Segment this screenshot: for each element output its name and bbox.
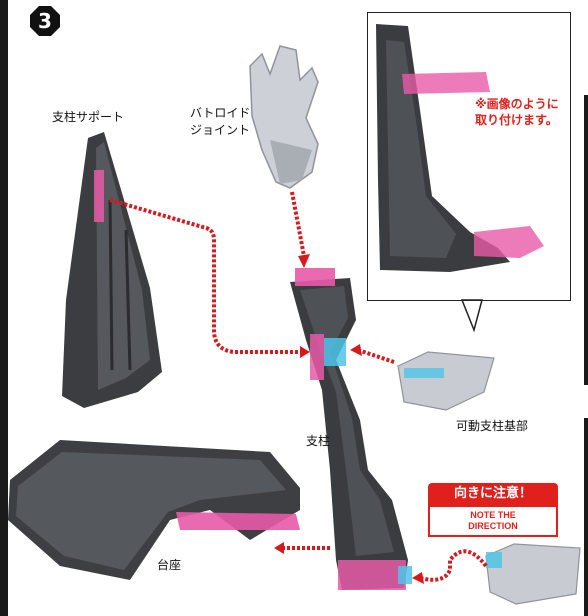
warning-subtitle-line-1: NOTE THE [470, 510, 516, 520]
arrow-base-to-pillar [357, 348, 395, 364]
movable-pillar-base-part [397, 351, 495, 411]
step-number-badge: 3 [30, 6, 60, 36]
support-strut-part [62, 132, 162, 408]
warning-subtitle: NOTE THE DIRECTION [428, 505, 558, 537]
arrows [109, 191, 488, 582]
left-frame-bar [0, 0, 8, 616]
base-part [8, 440, 300, 580]
direction-warning: 向きに注意！ NOTE THE DIRECTION [428, 483, 558, 537]
callout-pillar-image [376, 24, 544, 272]
arrow-strut-to-pillar [109, 198, 300, 354]
octagon-badge-icon [30, 6, 60, 36]
callout-note-line-2: 取り付けます。 [475, 113, 558, 127]
pillar-part [290, 268, 412, 590]
pillar-cyan [324, 338, 346, 366]
detail-callout-box [367, 12, 571, 301]
arrowheads [274, 254, 424, 584]
label-battroid-joint-2: ジョイント [190, 123, 251, 137]
pillar-top-pink [295, 268, 335, 286]
right-frame-bar-lower [584, 418, 588, 616]
warning-subtitle-line-2: DIRECTION [468, 521, 518, 531]
label-pillar: 支柱 [306, 434, 331, 448]
battroid-joint-part [249, 45, 319, 189]
step-number: 3 [38, 9, 52, 33]
label-movable-pillar-base: 可動支柱基部 [456, 419, 529, 433]
base-pink-rail [176, 512, 300, 530]
label-base: 台座 [157, 558, 182, 572]
label-battroid-joint-1: バトロイド [190, 106, 251, 120]
strut-pink-highlight [94, 170, 104, 222]
pillar-side-pink [310, 334, 324, 380]
movable-pillar-base-part-bottom [485, 543, 581, 605]
arrow-joint-to-pillar [290, 191, 306, 257]
callout-note-line-1: ※画像のように [475, 97, 559, 111]
pillar-bottom-pink [338, 560, 406, 590]
callout-pointer [460, 299, 483, 333]
right-frame-bar [584, 95, 588, 385]
label-support-strut: 支柱サポート [52, 110, 125, 124]
warning-title: 向きに注意！ [428, 483, 558, 505]
arrow-bottom-base [419, 549, 488, 582]
